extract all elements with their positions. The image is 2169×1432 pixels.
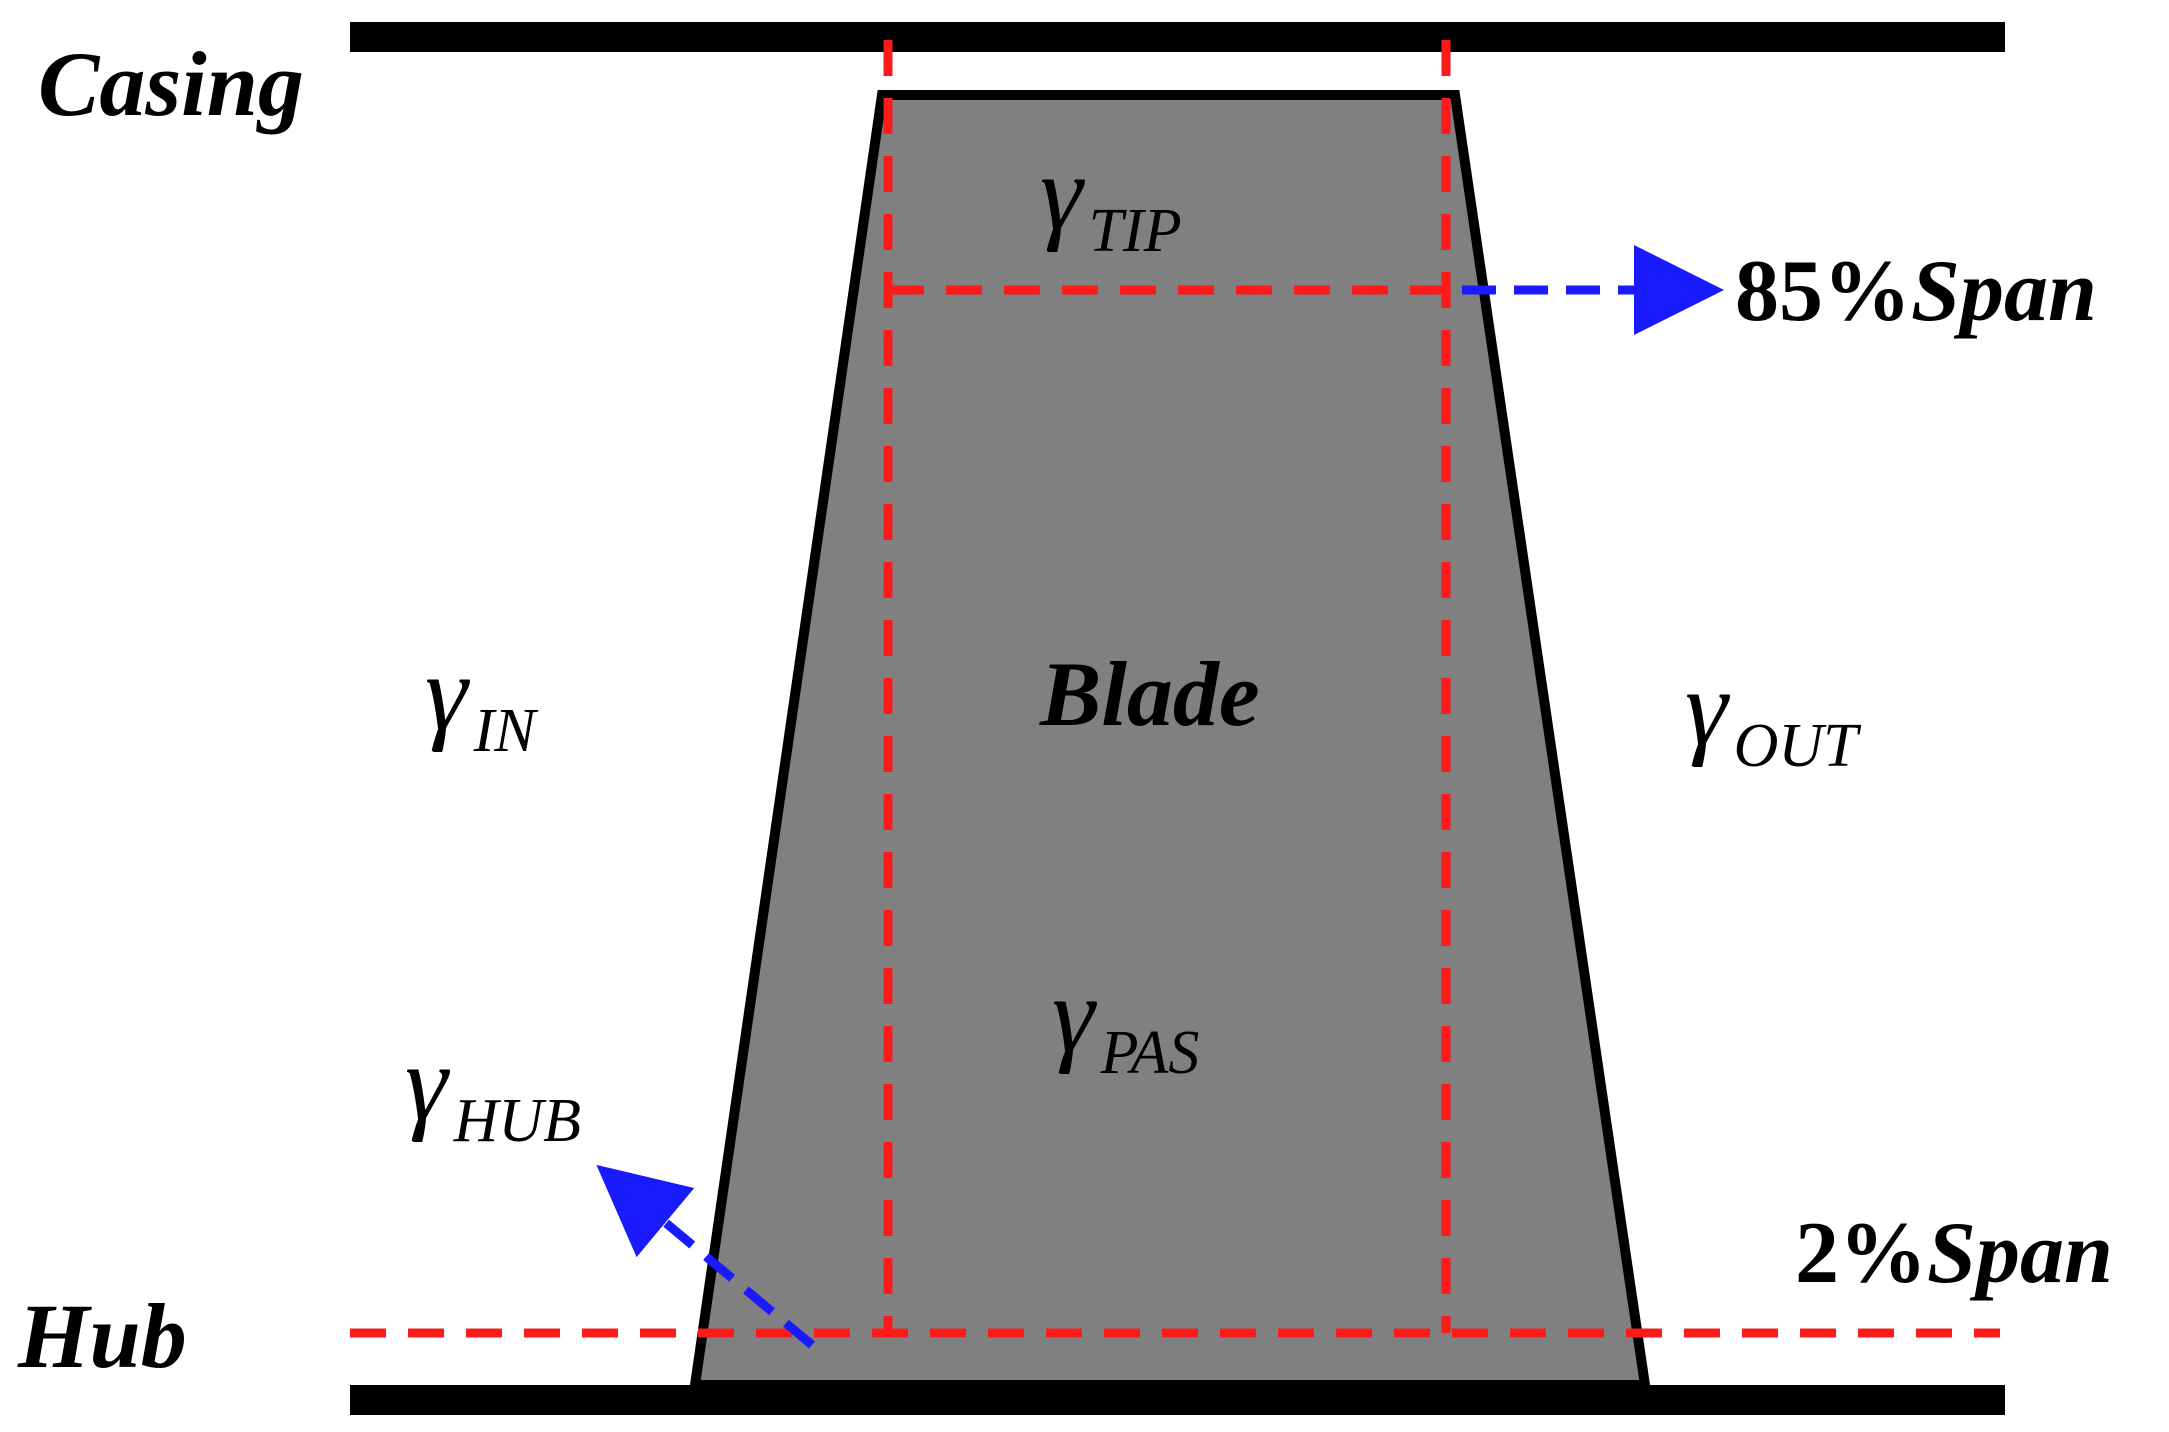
- region-boundaries: [350, 40, 2000, 1338]
- blade-label: Blade: [1040, 643, 1260, 745]
- casing-label: Casing: [38, 33, 304, 135]
- gamma-in-symbol: γ: [425, 634, 468, 753]
- span-85-percent: 85%: [1735, 243, 1911, 340]
- casing-wall: [350, 22, 2005, 52]
- span-85-label: 85%Span: [1735, 248, 2097, 336]
- span-85-word: Span: [1911, 243, 2097, 340]
- gamma-pas-label: γPAS: [1052, 962, 1199, 1085]
- hub-zone-pointer-arrow: [596, 1164, 815, 1349]
- gamma-tip-label: γTIP: [1040, 140, 1182, 263]
- gamma-in-label: γIN: [425, 640, 536, 763]
- span-2-label: 2%Span: [1795, 1210, 2113, 1298]
- gamma-tip-symbol: γ: [1040, 134, 1083, 253]
- pointer-arrows: [596, 245, 1724, 1349]
- gamma-pas-subscript: PAS: [1100, 1019, 1200, 1087]
- blade-shape: [689, 90, 1651, 1390]
- gamma-out-label: γOUT: [1685, 655, 1858, 778]
- gamma-hub-label: γHUB: [405, 1030, 581, 1153]
- span-2-word: Span: [1927, 1205, 2113, 1302]
- gamma-out-subscript: OUT: [1733, 712, 1858, 780]
- gamma-tip-subscript: TIP: [1088, 197, 1182, 265]
- span-2-percent: 2%: [1795, 1205, 1927, 1302]
- hub-label: Hub: [18, 1285, 187, 1387]
- gamma-hub-symbol: γ: [405, 1024, 448, 1143]
- gamma-in-subscript: IN: [473, 697, 536, 765]
- gamma-out-symbol: γ: [1685, 649, 1728, 768]
- gamma-hub-subscript: HUB: [453, 1087, 581, 1155]
- gamma-pas-symbol: γ: [1052, 956, 1095, 1075]
